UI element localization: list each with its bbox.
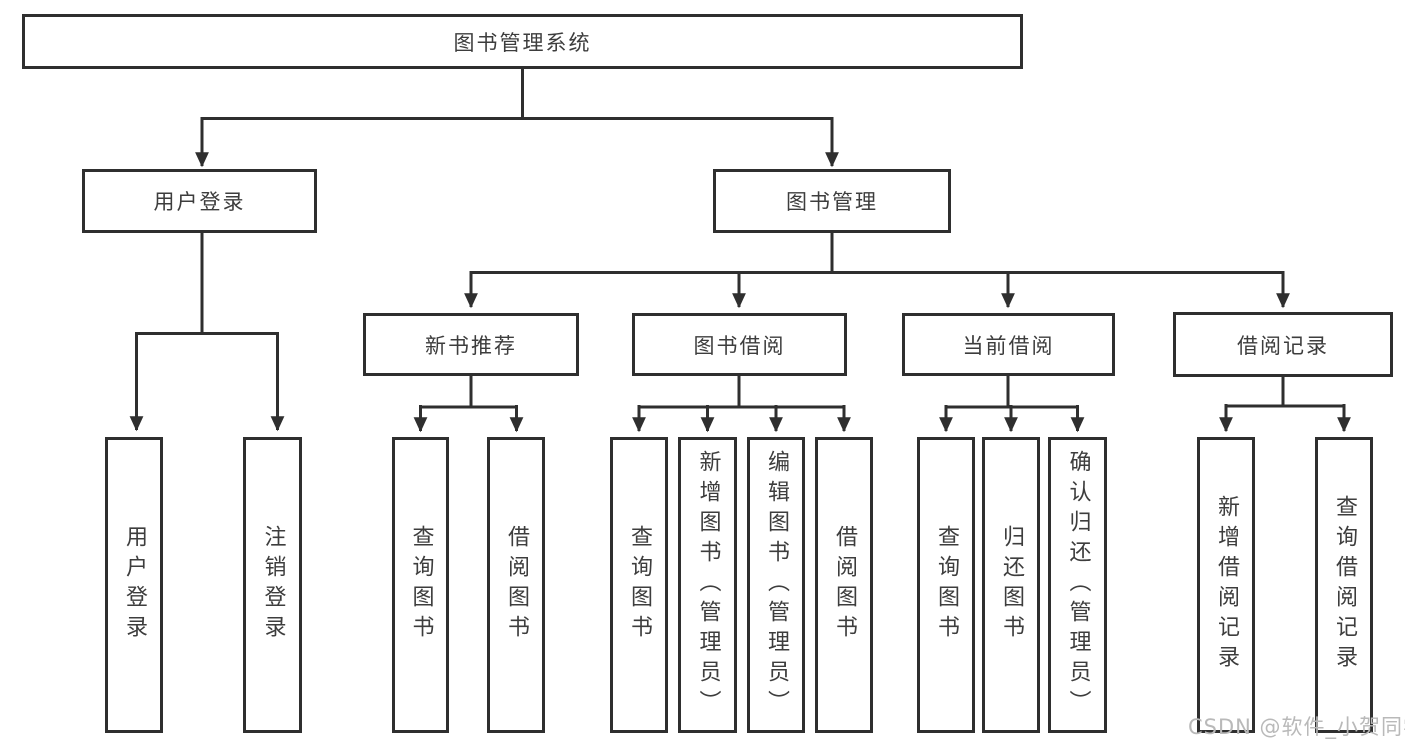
csdn-watermark: CSDN @软件_小贺同学: [1188, 715, 1405, 739]
node-current-borrow-label: 当前借阅: [962, 333, 1055, 358]
node-new-book-rec: 新书推荐: [363, 313, 579, 376]
leaf-bb-query-books-label: 查询图书: [627, 525, 652, 645]
node-root: 图书管理系统: [22, 14, 1023, 69]
leaf-rec-query-books-label: 查询图书: [408, 525, 434, 645]
leaf-user-login-label: 用户登录: [122, 525, 147, 645]
leaf-logout-label: 注销登录: [260, 525, 286, 645]
node-borrow-records-label: 借阅记录: [1237, 333, 1329, 358]
leaf-bb-add-books-label: 新增图书（管理员）: [695, 450, 721, 720]
leaf-cb-query-books-label: 查询图书: [934, 525, 959, 645]
node-user-login: 用户登录: [82, 169, 317, 233]
leaf-rec-borrow-books: 借阅图书: [487, 437, 545, 733]
leaf-cb-return-books-label: 归还图书: [999, 525, 1024, 645]
leaf-bb-add-books: 新增图书（管理员）: [678, 437, 737, 733]
leaf-br-add-record: 新增借阅记录: [1197, 437, 1255, 733]
leaf-cb-query-books: 查询图书: [917, 437, 975, 733]
leaf-logout: 注销登录: [243, 437, 302, 733]
node-book-borrow-label: 图书借阅: [693, 333, 786, 358]
leaf-bb-edit-books: 编辑图书（管理员）: [747, 437, 805, 733]
leaf-bb-query-books: 查询图书: [610, 437, 668, 733]
node-user-login-label: 用户登录: [153, 190, 246, 214]
node-borrow-records: 借阅记录: [1173, 312, 1393, 377]
node-root-label: 图书管理系统: [453, 30, 592, 55]
leaf-cb-confirm-return: 确认归还（管理员）: [1048, 437, 1107, 733]
leaf-cb-return-books: 归还图书: [982, 437, 1040, 733]
leaf-bb-borrow-books-label: 借阅图书: [832, 525, 857, 645]
leaf-rec-borrow-books-label: 借阅图书: [504, 525, 529, 645]
node-book-mgmt-label: 图书管理: [786, 190, 878, 214]
leaf-br-query-record: 查询借阅记录: [1315, 437, 1373, 733]
node-new-book-rec-label: 新书推荐: [425, 333, 517, 358]
node-book-mgmt: 图书管理: [713, 169, 951, 233]
leaf-br-add-record-label: 新增借阅记录: [1214, 495, 1239, 675]
leaf-user-login: 用户登录: [105, 437, 163, 733]
leaf-cb-confirm-return-label: 确认归还（管理员）: [1065, 450, 1091, 720]
leaf-br-query-record-label: 查询借阅记录: [1332, 495, 1357, 675]
leaf-bb-borrow-books: 借阅图书: [815, 437, 873, 733]
node-current-borrow: 当前借阅: [902, 313, 1115, 376]
node-book-borrow: 图书借阅: [632, 313, 847, 376]
leaf-rec-query-books: 查询图书: [392, 437, 449, 733]
leaf-bb-edit-books-label: 编辑图书（管理员）: [764, 450, 789, 720]
